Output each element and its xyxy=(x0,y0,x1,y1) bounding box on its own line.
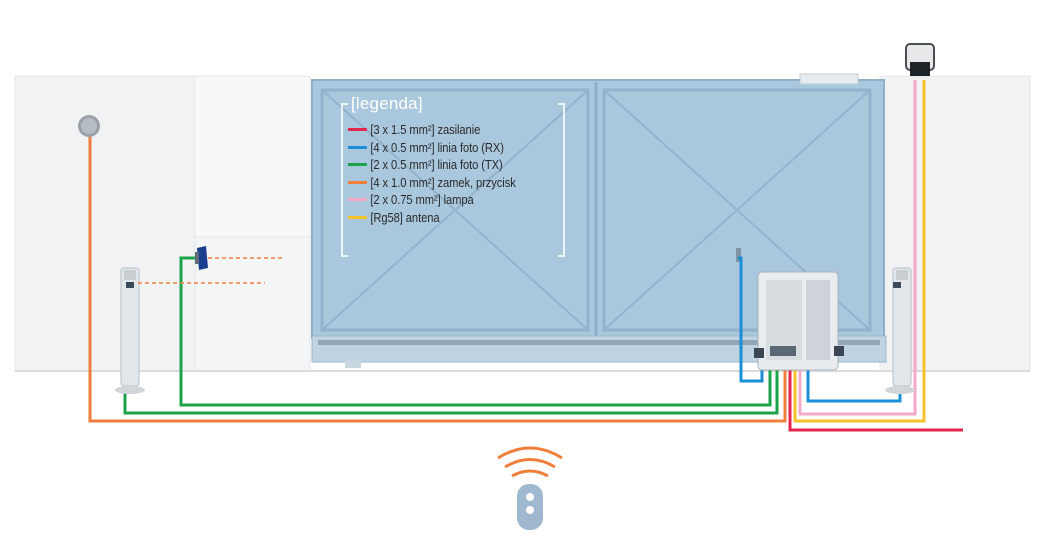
legend-item: [4 x 1.0 mm²] zamek, przycisk xyxy=(348,174,516,192)
legend-swatch xyxy=(348,163,367,167)
legend-label: [3 x 1.5 mm²] zasilanie xyxy=(370,122,481,138)
legend-item: [3 x 1.5 mm²] zasilanie xyxy=(348,121,516,139)
wire-photo-rx-gate xyxy=(738,256,764,383)
legend-swatch xyxy=(348,180,367,184)
legend-swatch xyxy=(348,145,367,149)
wireless-signal-icon xyxy=(511,469,549,478)
photocell-post-right xyxy=(885,267,915,394)
gate-motor xyxy=(754,271,844,371)
wire-photo-tx-2 xyxy=(179,256,772,407)
photocell-post-left xyxy=(115,267,265,394)
legend-title: [legenda] xyxy=(351,94,423,113)
legend-list: [3 x 1.5 mm²] zasilanie [4 x 0.5 mm²] li… xyxy=(348,121,543,226)
legend-item: [2 x 0.5 mm²] linia foto (TX) xyxy=(348,156,516,174)
wire-photo-tx xyxy=(123,370,779,415)
photocell-icon xyxy=(195,246,285,270)
wire-lock-button xyxy=(88,133,787,423)
wire-lamp xyxy=(798,80,917,416)
legend-label: [2 x 0.5 mm²] linia foto (TX) xyxy=(370,157,503,173)
legend-label: [Rg58] antena xyxy=(370,209,440,225)
wire-photo-rx xyxy=(806,370,902,403)
remote-control-icon xyxy=(497,446,563,530)
key-switch-icon xyxy=(78,115,100,137)
legend-item: [4 x 0.5 mm²] linia foto (RX) xyxy=(348,139,516,157)
wire-antenna xyxy=(793,80,926,423)
legend-label: [4 x 1.0 mm²] zamek, przycisk xyxy=(370,174,516,190)
legend-bracket-right xyxy=(558,103,565,257)
wiring xyxy=(88,80,963,432)
legend-bracket-left xyxy=(341,103,348,257)
legend-item: [Rg58] antena xyxy=(348,209,516,227)
warning-lamp-icon xyxy=(905,43,935,76)
legend: [legenda] [3 x 1.5 mm²] zasilanie [4 x 0… xyxy=(341,94,565,258)
legend-label: [2 x 0.75 mm²] lampa xyxy=(370,192,474,208)
legend-label: [4 x 0.5 mm²] linia foto (RX) xyxy=(370,139,504,155)
wire-power xyxy=(788,370,963,432)
legend-swatch xyxy=(348,215,367,219)
legend-item: [2 x 0.75 mm²] lampa xyxy=(348,191,516,209)
legend-swatch xyxy=(348,198,367,202)
legend-swatch xyxy=(348,128,367,132)
